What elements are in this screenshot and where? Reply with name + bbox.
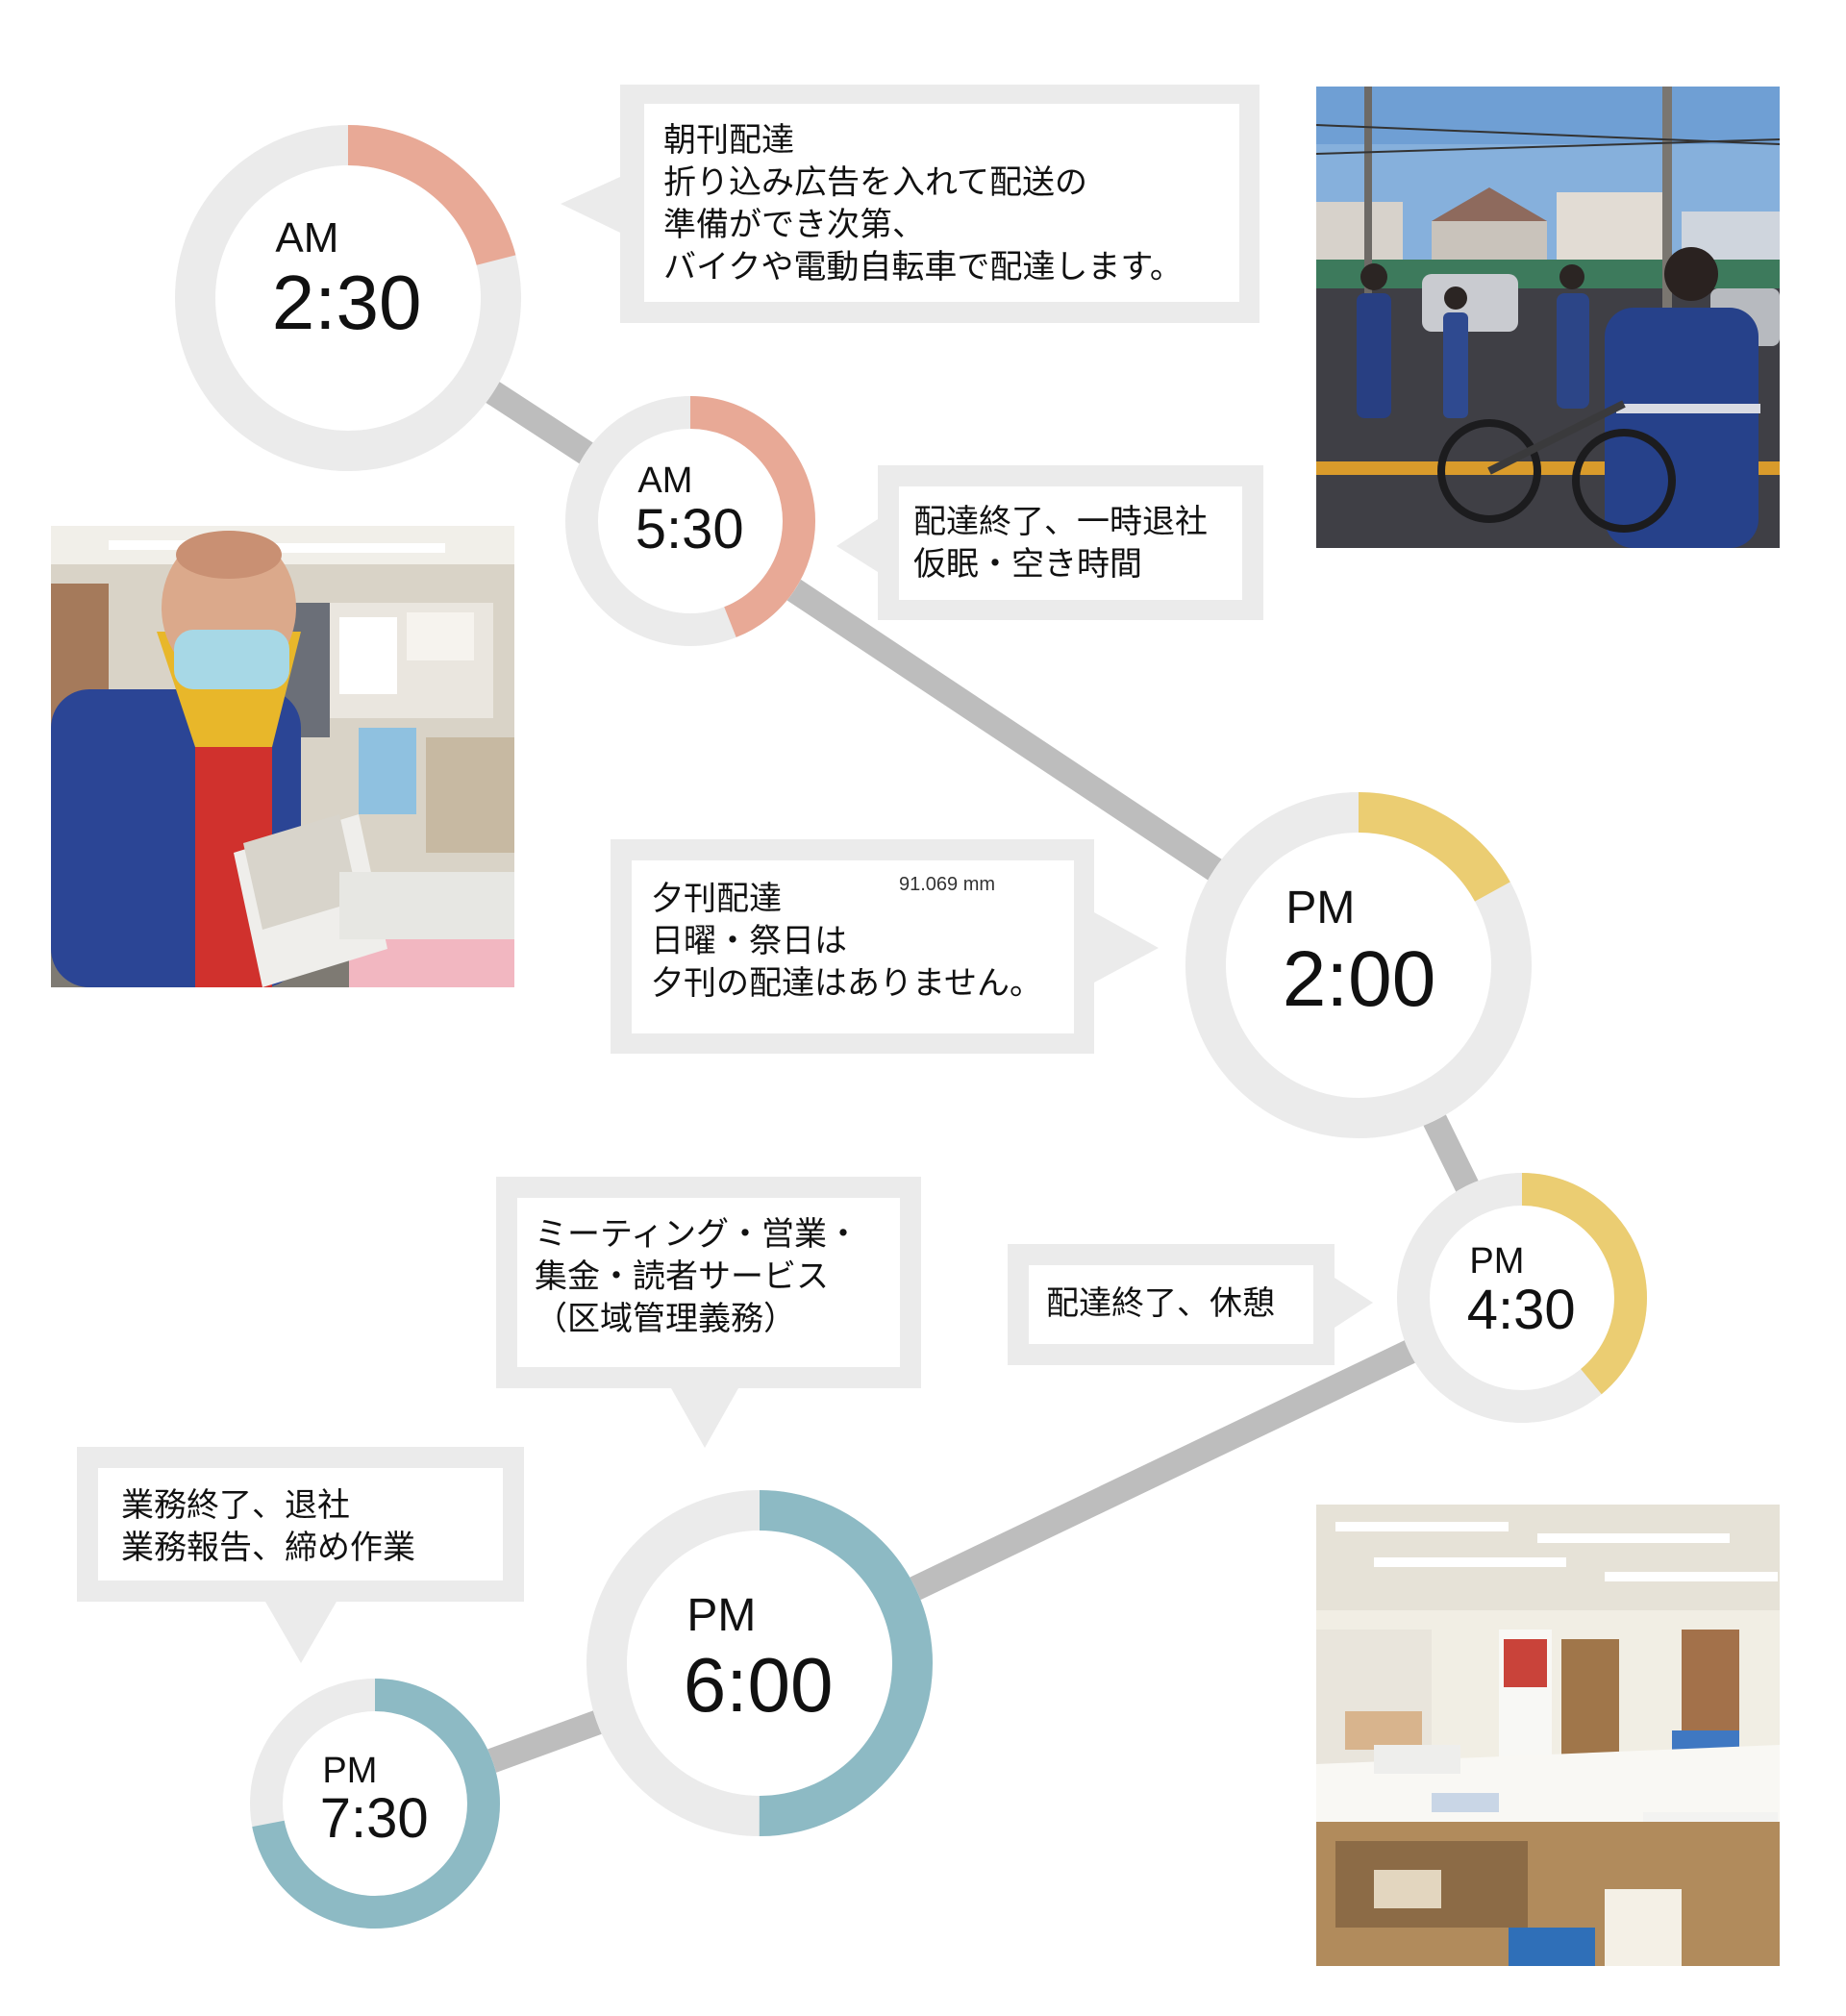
node-time-label: 4:30 <box>1467 1279 1576 1341</box>
node-ampm-label: AM <box>275 214 338 261</box>
bubble-work-end <box>77 1447 524 1663</box>
node-ampm-label: AM <box>637 460 692 501</box>
bubble-evening-delivery <box>611 839 1159 1054</box>
node-progress-arc <box>1185 792 1532 1138</box>
node-ampm-label: PM <box>686 1590 756 1641</box>
bubble-morning-delivery <box>561 85 1260 323</box>
timeline-node: PM4:30 <box>1397 1173 1647 1423</box>
delivery-office-interior-photo <box>1316 1505 1780 1966</box>
timeline-node: AM5:30 <box>565 396 815 646</box>
node-time-label: 7:30 <box>320 1787 429 1850</box>
delivery-staff-street-photo <box>1316 87 1780 548</box>
node-time-label: 2:30 <box>272 260 422 345</box>
node-face <box>586 1490 933 1836</box>
node-ampm-label: PM <box>1469 1241 1524 1282</box>
note-meeting: ミーティング・営業・ 集金・読者サービス （区域管理義務） <box>535 1215 860 1338</box>
measurement-label: 91.069 mm <box>899 874 996 895</box>
node-ampm-label: PM <box>1285 883 1355 933</box>
note-morning-end: 配達終了、一時退社 仮眠・空き時間 <box>913 503 1208 584</box>
node-face <box>250 1679 500 1929</box>
node-face <box>1397 1173 1647 1423</box>
timeline-node: PM6:00 <box>586 1490 933 1836</box>
timeline-node: PM2:00 <box>1185 792 1532 1138</box>
node-progress-arc <box>1397 1173 1647 1423</box>
node-ampm-label: PM <box>322 1751 377 1791</box>
note-evening-end: 配達終了、休憩 <box>1046 1284 1275 1323</box>
timeline-node: AM2:30 <box>175 125 521 471</box>
node-progress-arc <box>175 125 521 471</box>
bubble-evening-end <box>1008 1244 1373 1365</box>
note-evening-delivery: 夕刊配達 日曜・祭日は 夕刊の配達はありません。 <box>651 880 1042 1003</box>
node-progress-arc <box>586 1490 933 1836</box>
node-time-label: 6:00 <box>684 1642 834 1728</box>
node-face <box>565 396 815 646</box>
node-progress-arc <box>565 396 815 646</box>
timeline-node: PM7:30 <box>250 1679 500 1929</box>
bubble-meeting <box>496 1177 921 1448</box>
node-face <box>1185 792 1532 1138</box>
staff-sorting-newspapers-photo <box>51 526 514 987</box>
node-time-label: 5:30 <box>636 498 744 560</box>
node-progress-arc <box>250 1679 500 1929</box>
note-morning-delivery: 朝刊配達 折り込み広告を入れて配送の 準備ができ次第、 バイクや電動自転車で配達… <box>663 121 1183 286</box>
note-work-end: 業務終了、退社 業務報告、締め作業 <box>121 1486 415 1567</box>
node-time-label: 2:00 <box>1283 935 1436 1023</box>
bubble-morning-end <box>836 465 1263 620</box>
node-face <box>175 125 521 471</box>
